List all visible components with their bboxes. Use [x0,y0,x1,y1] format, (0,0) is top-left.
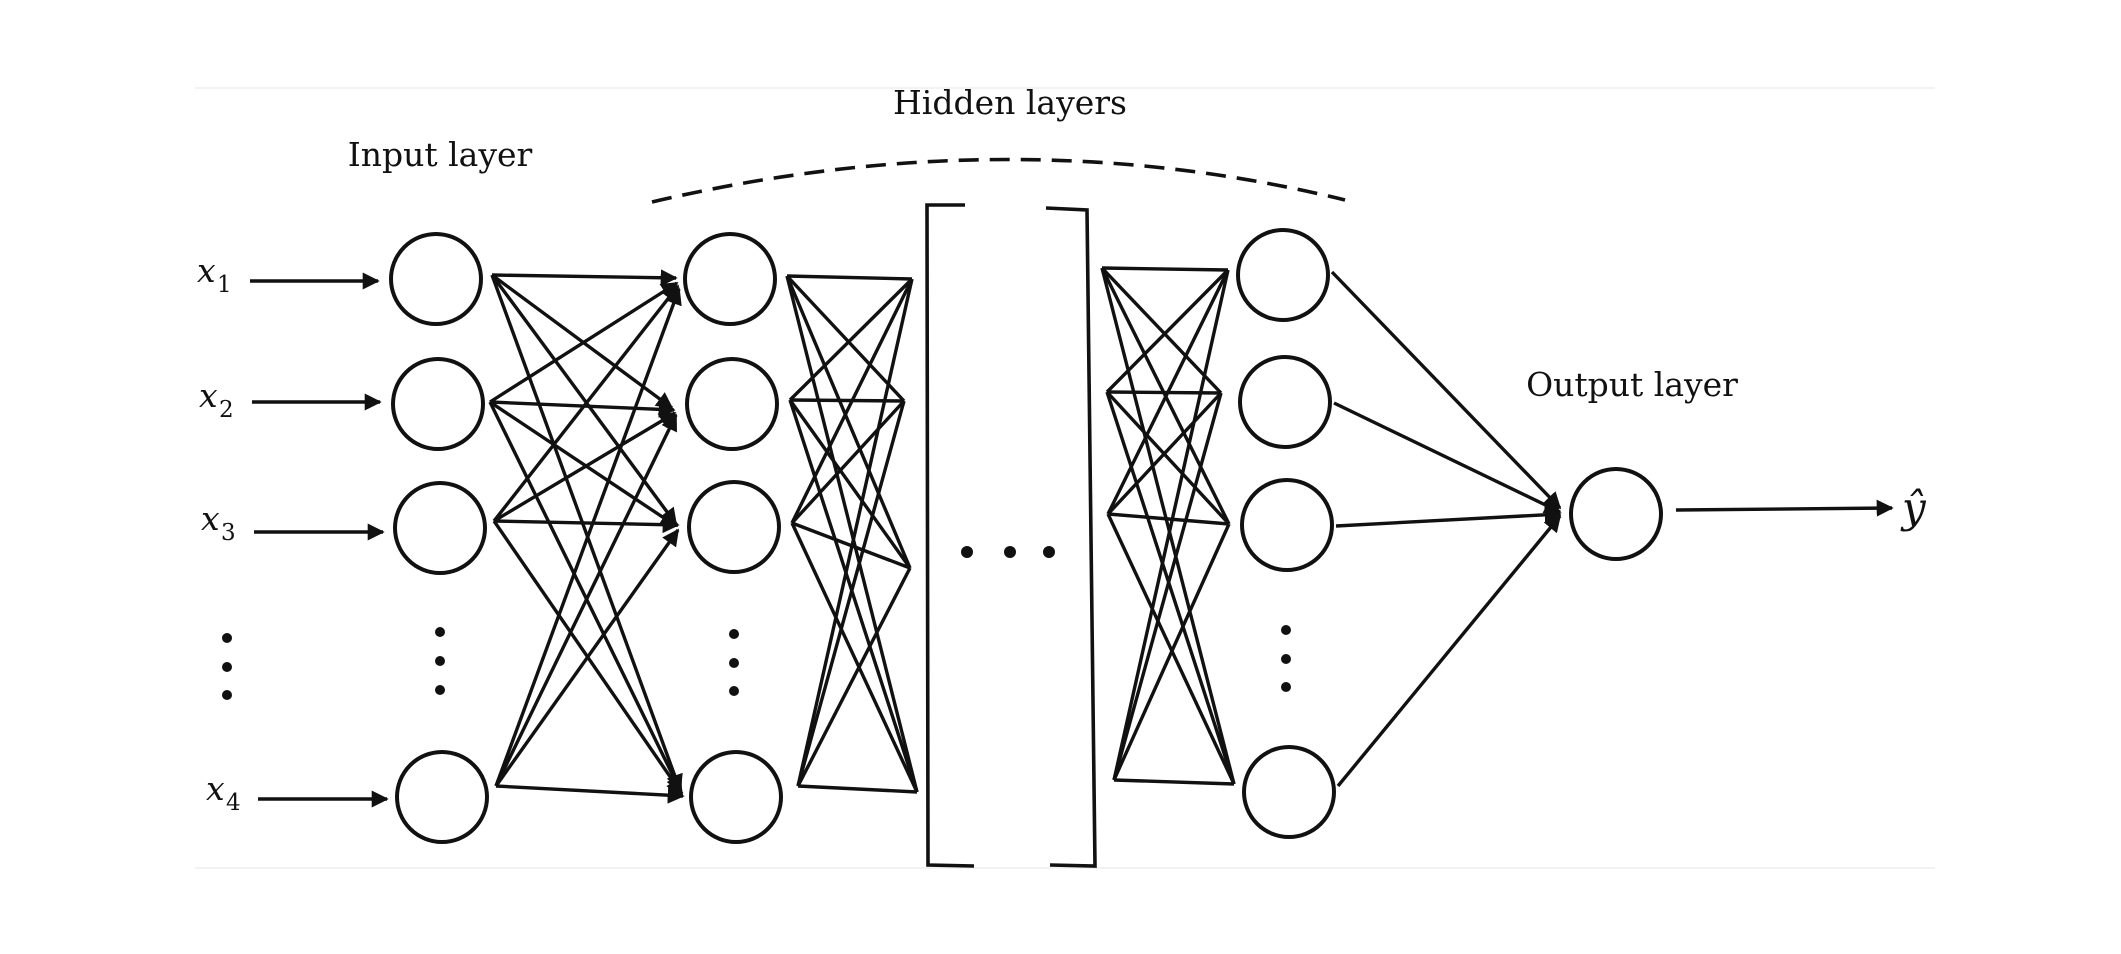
last-hidden-node-2 [1238,355,1332,449]
hidden1-node-2 [685,357,779,451]
output-layer-title: Output layer [1526,365,1738,404]
input-label-3: x 3 [201,499,236,546]
hidden-layers-bracket [925,203,1097,868]
edges-hidden1-out [785,274,919,794]
edges-input-to-hidden1 [488,269,685,804]
last-hidden-node-1 [1236,228,1330,322]
input-node-3 [393,481,487,575]
ellipsis-vertical [222,633,232,700]
svg-text:x: x [197,251,216,290]
ellipsis-dot [961,546,973,558]
hidden-layers-title: Hidden layers [893,83,1127,122]
last-hidden-node-3 [1240,478,1334,572]
ellipsis-vertical [729,629,739,696]
input-label-1: x 1 [197,251,232,298]
ellipsis-vertical [435,627,445,695]
hidden1-node-1 [683,232,777,326]
output-label: ŷ [1900,483,1927,532]
input-node-1 [389,232,483,326]
input-label-4: x 4 [206,769,241,816]
output-node [1569,467,1663,561]
svg-text:1: 1 [217,272,232,298]
svg-text:3: 3 [221,520,236,546]
hidden1-node-4 [689,750,783,844]
ellipsis-vertical [1281,625,1291,692]
edges-into-last-hidden [1100,266,1236,786]
input-label-2: x 2 [199,376,234,423]
output-arrow [1675,499,1894,517]
svg-text:x: x [199,376,218,415]
svg-text:x: x [206,769,225,808]
input-layer-title: Input layer [348,135,533,174]
last-hidden-node-4 [1242,745,1336,839]
svg-text:x: x [201,499,220,538]
hidden1-node-3 [687,480,781,574]
svg-text:4: 4 [226,790,241,816]
ellipsis-dot [1004,546,1016,558]
input-node-4 [395,750,489,844]
hidden-layers-brace [651,157,1346,204]
input-node-2 [391,357,485,451]
ellipsis-dot [1043,546,1055,558]
edges-last-hidden-to-output [1330,270,1562,788]
svg-text:2: 2 [219,397,234,423]
